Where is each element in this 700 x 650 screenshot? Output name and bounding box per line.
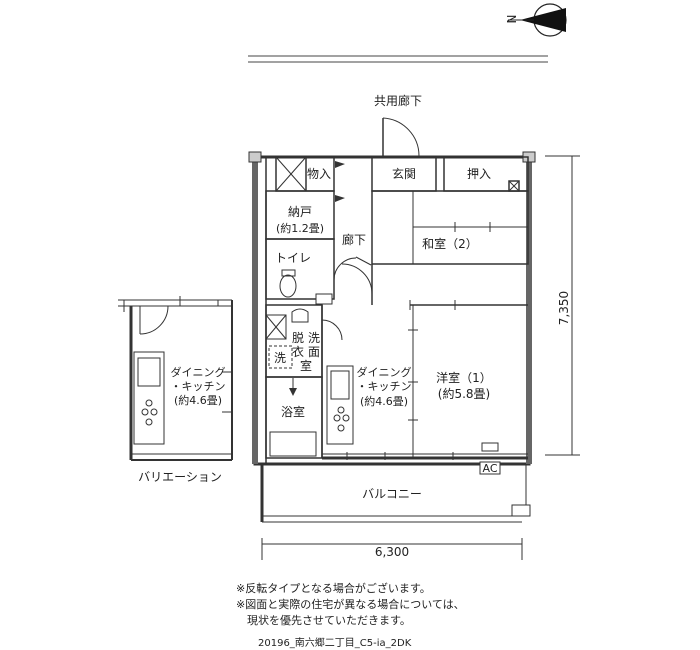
dimension-depth (545, 155, 580, 456)
compass: N (505, 3, 567, 37)
label-dk-line1: ダイニング (357, 365, 412, 379)
label-dk-line2: ・キッチン (357, 380, 412, 393)
note-2: ※図面と実際の住宅が異なる場合については、 (236, 597, 465, 611)
note-3: 現状を優先させていただきます。 (236, 613, 411, 627)
balcony (260, 464, 531, 523)
label-washroom-char-5: 室 (300, 358, 312, 373)
label-entrance: 玄関 (392, 166, 416, 181)
label-balcony: バルコニー (362, 487, 422, 501)
label-washroom-char-3: 衣 (292, 344, 304, 359)
entrance-door (382, 117, 420, 157)
variation-title: バリエーション (138, 470, 222, 484)
label-dk-size: (約4.6畳) (360, 394, 408, 408)
corridor-lines (248, 55, 548, 63)
label-storage-top: 物入 (307, 167, 331, 181)
variation-plan (118, 296, 233, 461)
label-washroom-char-4: 面 (308, 345, 320, 359)
interior-walls (265, 156, 529, 464)
label-nando: 納戸 (288, 205, 312, 219)
note-1: ※反転タイプとなる場合がございます。 (236, 581, 431, 595)
label-toilet: トイレ (275, 251, 311, 265)
label-bathroom: 浴室 (281, 404, 305, 419)
label-washitsu: 和室（2） (422, 236, 478, 251)
label-washer: 洗 (274, 351, 286, 365)
label-hallway: 廊下 (342, 232, 366, 247)
dimension-depth-label: 7,350 (557, 291, 571, 325)
plan-code: 20196_南六郷二丁目_C5-ia_2DK (258, 636, 412, 649)
label-washroom-char-2: 洗 (308, 331, 320, 345)
variation-label-dk-line2: ・キッチン (171, 380, 226, 393)
label-nando-size: (約1.2畳) (276, 221, 324, 235)
compass-north-label: N (505, 15, 519, 24)
ac-unit (479, 461, 501, 475)
variation-label-dk-size: (約4.6畳) (174, 393, 222, 407)
dimension-width (261, 538, 523, 560)
label-closet: 押入 (467, 167, 491, 181)
label-common-corridor: 共用廊下 (374, 93, 422, 108)
label-ac: AC (482, 462, 497, 475)
compass-arrow-icon (520, 8, 566, 32)
label-youshitsu-size: (約5.8畳) (438, 386, 490, 401)
variation-label-dk-line1: ダイニング (171, 365, 226, 379)
label-youshitsu: 洋室（1） (436, 370, 492, 385)
label-washroom-char-1: 脱 (292, 330, 304, 345)
dimension-width-label: 6,300 (375, 545, 409, 559)
